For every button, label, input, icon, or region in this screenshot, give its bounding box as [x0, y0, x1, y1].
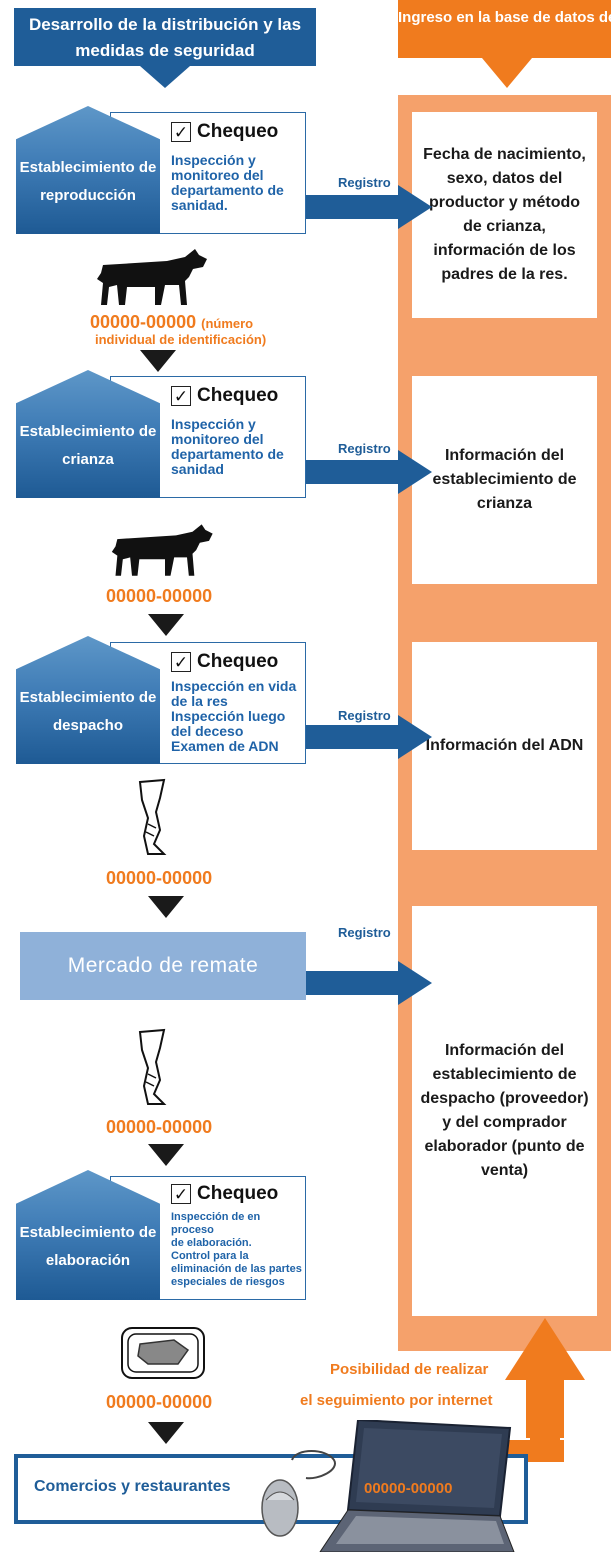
check-text-3: Inspección en vida de la res Inspección … [171, 678, 297, 754]
check-title-2: ✓Chequeo [171, 385, 278, 407]
id-number-1: 00000-00000 (número [90, 312, 254, 332]
checkbox-icon: ✓ [171, 1184, 191, 1204]
down-arrow-4 [148, 1144, 184, 1166]
register-arrow-1 [300, 185, 432, 229]
cow-icon [97, 249, 207, 305]
check-title-4: ✓Chequeo [171, 1183, 278, 1205]
id-number-1-note: individual de identificación) [95, 332, 267, 347]
id-number-3: 00000-00000 [106, 868, 213, 888]
check-title-3: ✓Chequeo [171, 651, 278, 673]
register-arrow-2 [300, 450, 432, 494]
register-label-2: Registro [338, 441, 391, 456]
carcass-icon [138, 778, 167, 855]
register-arrow-3 [300, 715, 432, 759]
internet-text-2: el seguimiento por internet [300, 1392, 493, 1409]
checkbox-icon: ✓ [171, 652, 191, 672]
internet-text-1: Posibilidad de realizar [330, 1361, 489, 1378]
meat-tray-icon [121, 1327, 205, 1379]
retail-label: Comercios y restaurantes [34, 1478, 231, 1495]
checkbox-icon: ✓ [171, 386, 191, 406]
check-title-1: ✓Chequeo [171, 121, 278, 143]
id-number-5: 00000-00000 [106, 1392, 213, 1412]
check-text-4: Inspección de en proceso de elaboración.… [171, 1211, 302, 1288]
left-column-header: Desarrollo de la distribución y las medi… [14, 8, 316, 66]
database-info-4: Información del establecimiento de despa… [412, 906, 597, 1316]
register-label-3: Registro [338, 708, 391, 723]
register-arrow-4 [300, 961, 432, 1005]
check-text-1: Inspección y monitoreo del departamento … [171, 152, 284, 213]
id-number-2: 00000-00000 [106, 586, 213, 606]
right-column-header: Ingreso en la base de datos de los estab… [398, 0, 611, 58]
right-header-arrow [482, 58, 532, 88]
carcass-icon [138, 1028, 167, 1105]
database-info-3: Información del ADN [412, 642, 597, 850]
register-label-4: Registro [338, 925, 391, 940]
down-arrow-2 [148, 614, 184, 636]
down-arrow-5 [148, 1422, 184, 1444]
id-number-4: 00000-00000 [106, 1117, 213, 1137]
down-arrow-3 [148, 896, 184, 918]
checkbox-icon: ✓ [171, 122, 191, 142]
left-header-arrow [140, 66, 190, 88]
database-info-2: Información del establecimiento de crian… [412, 376, 597, 584]
internet-up-arrow [505, 1318, 585, 1438]
database-info-1: Fecha de nacimiento, sexo, datos del pro… [412, 112, 597, 318]
register-label-1: Registro [338, 175, 391, 190]
laptop-icon [319, 1420, 515, 1552]
mouse-icon [261, 1450, 336, 1537]
check-text-2: Inspección y monitoreo del departamento … [171, 416, 284, 477]
stage-market: Mercado de remate [20, 932, 306, 1000]
cow-icon [111, 524, 213, 576]
down-arrow-1 [140, 350, 176, 372]
laptop-screen-number: 00000-00000 [364, 1480, 453, 1497]
